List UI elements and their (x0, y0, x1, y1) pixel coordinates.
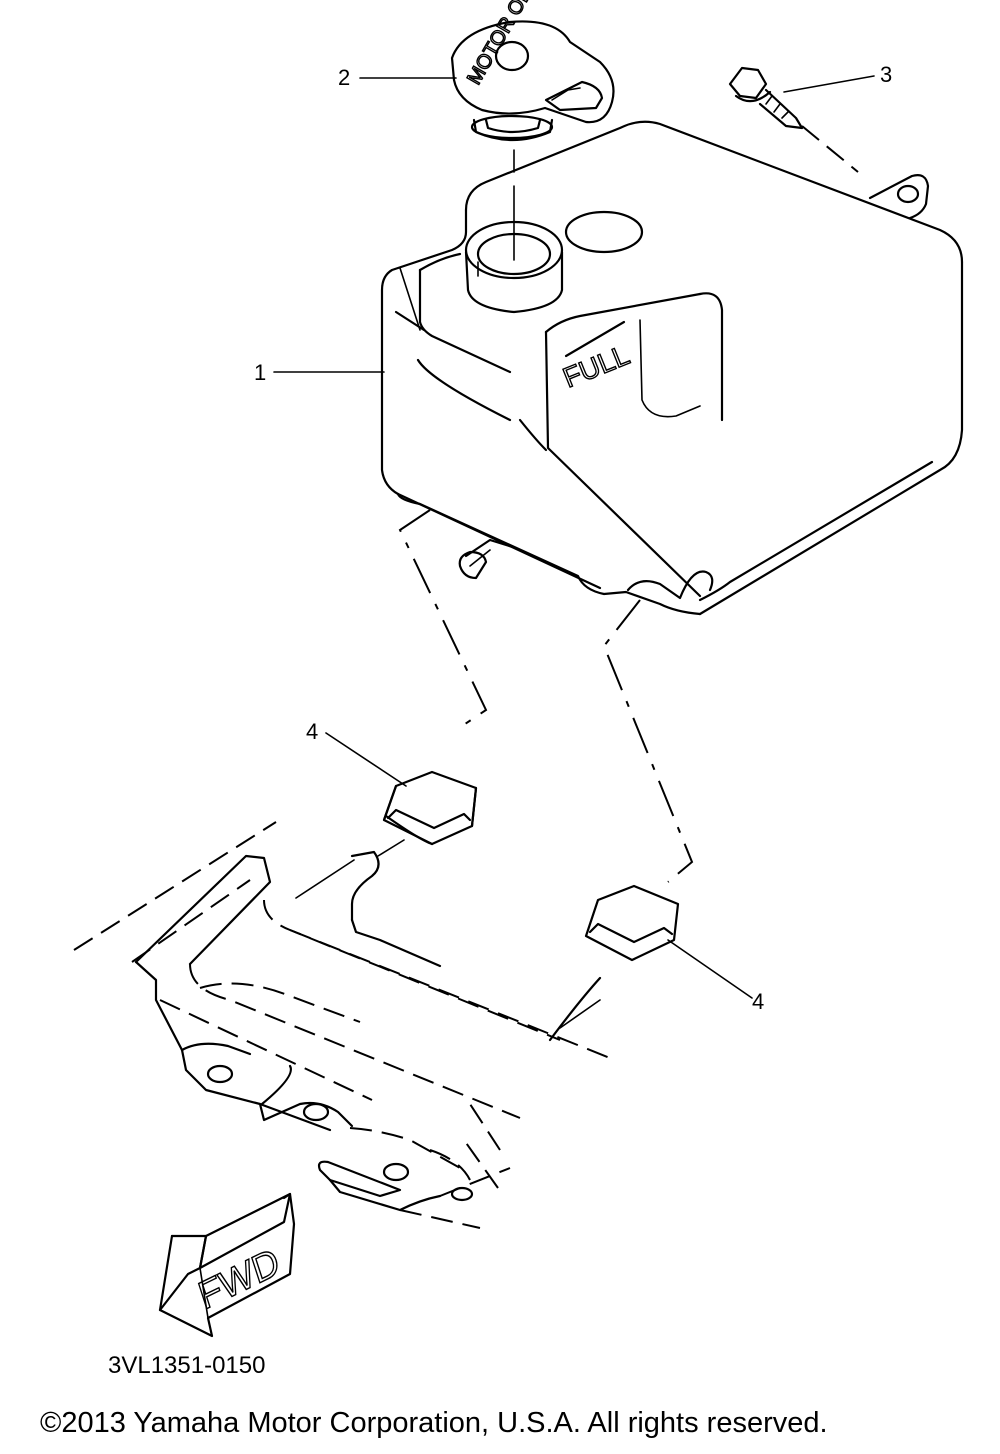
callout-label-1: 1 (254, 360, 266, 385)
frame-hole (206, 1064, 234, 1084)
copyright-notice: ©2013 Yamaha Motor Corporation, U.S.A. A… (40, 1407, 828, 1439)
full-level-mark: FULL (559, 339, 634, 393)
oil-tank: FULL (380, 120, 964, 616)
damper-right (584, 884, 680, 962)
fwd-label: FWD (193, 1240, 284, 1319)
damper-left (382, 770, 478, 846)
callout-label-3: 3 (880, 62, 892, 87)
leader-lines (273, 75, 875, 999)
flange-bolt (728, 66, 859, 173)
frame-hole (382, 1162, 410, 1182)
callout-label-2: 2 (338, 65, 350, 90)
assembly-dashed-lines (398, 509, 694, 883)
diagram-code: 3VL1351-0150 (108, 1352, 266, 1379)
frame-hole (302, 1102, 330, 1122)
tank-cap: MOTOR OIL (450, 0, 615, 142)
cap-embossed-text: MOTOR OIL (463, 0, 538, 89)
callout-label-4-right: 4 (752, 989, 764, 1014)
callout-label-4-left: 4 (306, 719, 318, 744)
forward-direction-arrow: FWD (158, 1192, 296, 1338)
frame-mount-base (73, 821, 611, 1229)
frame-hole (450, 1186, 474, 1202)
